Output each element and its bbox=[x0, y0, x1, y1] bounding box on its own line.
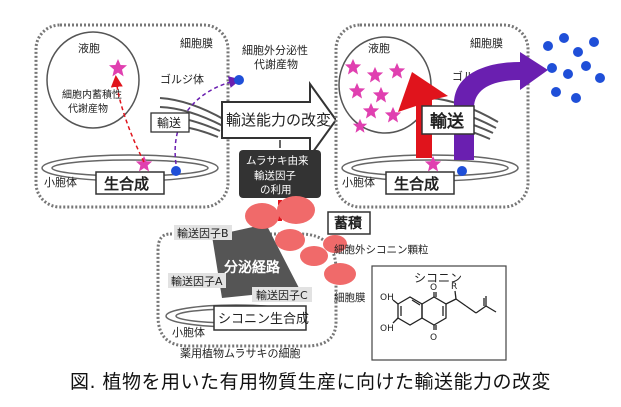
right-purple-arrow bbox=[454, 52, 548, 160]
left-membrane-label: 細胞膜 bbox=[180, 37, 213, 50]
structure-oh-top: OH bbox=[380, 293, 394, 303]
structure-r: R bbox=[451, 282, 457, 292]
left-golgi-label: ゴルジ体 bbox=[160, 72, 204, 86]
bottom-cell: 輸送因子B 輸送因子A 輸送因子C 分泌経路 シコニン生合成 小胞体 薬用植物ム… bbox=[156, 224, 338, 360]
left-transport-label: 輸送 bbox=[157, 115, 181, 130]
shikonin-biosynthesis-label: シコニン生合成 bbox=[218, 312, 309, 327]
granule bbox=[245, 203, 279, 229]
blue-dot bbox=[581, 61, 591, 71]
left-biosynthesis-box bbox=[95, 171, 165, 195]
blue-dot bbox=[571, 93, 581, 103]
shikonin-biosynthesis-box bbox=[213, 305, 307, 331]
factor-use-line3: の利用 bbox=[260, 184, 292, 196]
left-purple-dashed-arrow bbox=[174, 76, 241, 165]
granule bbox=[277, 196, 315, 224]
exterior-product-line1: 細胞外分泌性 bbox=[242, 43, 308, 57]
factor-use-line1: ムラサキ由来 bbox=[246, 154, 309, 167]
granule bbox=[300, 246, 328, 266]
left-vacuole-product-line1: 細胞内蓄積性 bbox=[62, 88, 122, 101]
accumulation-label: 蓄積 bbox=[334, 215, 363, 232]
factor-b-label: 輸送因子B bbox=[177, 226, 229, 240]
left-transport-box bbox=[150, 112, 190, 133]
factor-a-label: 輸送因子A bbox=[171, 274, 223, 288]
left-red-dashed-arrow bbox=[110, 75, 145, 163]
shikonin-structure-box: シコニン OH O R OH O bbox=[371, 265, 507, 361]
exterior-blue-dot bbox=[234, 75, 244, 85]
granule bbox=[275, 229, 305, 251]
granule bbox=[324, 263, 356, 285]
blue-dot bbox=[595, 73, 605, 83]
right-transport-label: 輸送 bbox=[430, 111, 465, 132]
blue-dot bbox=[573, 47, 583, 57]
structure-oh-bottom: OH bbox=[380, 324, 394, 334]
right-biosynthesis-box bbox=[385, 171, 455, 195]
figure-caption: 図. 植物を用いた有用物質生産に向けた輸送能力の改変 bbox=[69, 371, 552, 393]
structure-title: シコニン bbox=[414, 271, 462, 285]
left-cell: 液胞 細胞内蓄積性 代謝産物 細胞膜 ゴルジ体 小胞体 生合成 輸送 bbox=[34, 23, 241, 209]
secretion-pathway-label: 分泌経路 bbox=[224, 259, 281, 276]
right-vacuole-label: 液胞 bbox=[368, 41, 390, 55]
blue-dot bbox=[563, 69, 573, 79]
factor-a-box bbox=[168, 273, 226, 288]
bottom-cell-name: 薬用植物ムラサキの細胞 bbox=[180, 346, 300, 360]
structure-o-bottom: O bbox=[430, 333, 437, 343]
left-vacuole-label: 液胞 bbox=[78, 41, 100, 55]
exterior-blue-dots bbox=[543, 33, 605, 103]
right-membrane-label: 細胞膜 bbox=[470, 37, 503, 50]
structure-drawing bbox=[392, 290, 497, 330]
factor-b-box bbox=[174, 225, 232, 240]
blue-dot bbox=[589, 37, 599, 47]
right-biosynthesis-label: 生合成 bbox=[394, 175, 439, 193]
left-vacuole bbox=[46, 31, 140, 129]
bottom-membrane-label: 細胞膜 bbox=[334, 291, 366, 304]
modification-label: 輸送能力の改変 bbox=[226, 111, 331, 129]
factor-use-box bbox=[239, 150, 321, 198]
left-vacuole-product-line2: 代謝産物 bbox=[68, 102, 108, 115]
right-transport-box bbox=[421, 105, 475, 135]
factor-c-box bbox=[252, 287, 312, 302]
shikonin-granules bbox=[245, 196, 356, 285]
structure-frame bbox=[371, 265, 507, 361]
factor-c-label: 輸送因子C bbox=[256, 288, 308, 302]
blue-dot bbox=[547, 63, 557, 73]
left-biosynthesis-label: 生合成 bbox=[104, 175, 149, 193]
factor-use-line2: 輸送因子 bbox=[254, 169, 296, 182]
right-er-label: 小胞体 bbox=[342, 175, 375, 189]
modification-arrow bbox=[221, 80, 338, 160]
right-er-dot bbox=[457, 166, 467, 176]
granule bbox=[323, 235, 347, 253]
granules-label: 細胞外シコニン顆粒 bbox=[334, 243, 429, 256]
accumulation-box bbox=[327, 211, 371, 235]
blue-dot bbox=[551, 87, 561, 97]
bottom-er-label: 小胞体 bbox=[172, 325, 205, 339]
left-er-label: 小胞体 bbox=[44, 175, 77, 189]
blue-dot bbox=[559, 33, 569, 43]
exterior-product-line2: 代謝産物 bbox=[254, 57, 298, 71]
structure-o-top: O bbox=[430, 283, 437, 293]
blue-dot bbox=[543, 41, 553, 51]
secretion-pathway-shape bbox=[212, 224, 300, 298]
left-er-dot bbox=[171, 166, 181, 176]
